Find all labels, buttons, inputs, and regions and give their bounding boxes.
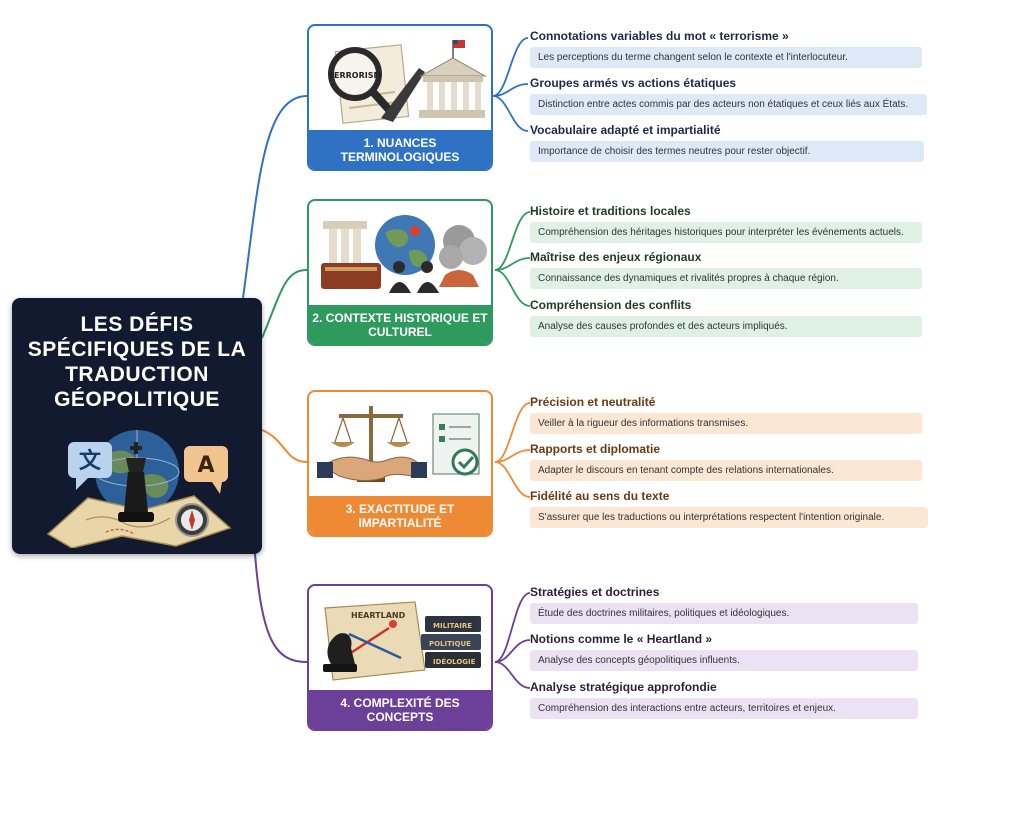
item-title: Maîtrise des enjeux régionaux [530, 250, 702, 264]
item-title: Compréhension des conflits [530, 298, 692, 312]
item-description: Les perceptions du terme changent selon … [530, 47, 922, 68]
diagram-title: LES DÉFIS SPÉCIFIQUES DE LA TRADUCTION G… [27, 313, 247, 411]
branch-card-1: TERRORISM 1. NUANCES TERMINOLOGIQUES [307, 24, 493, 171]
terminology-illustration: TERRORISM [328, 40, 487, 124]
list-item: Compréhension des conflits Analyse des c… [530, 298, 922, 337]
smoke-conflict-icon [439, 225, 487, 287]
item-description: Analyse des concepts géopolitiques influ… [530, 650, 918, 671]
list-item: Vocabulaire adapté et impartialité Impor… [530, 123, 924, 162]
list-item: Stratégies et doctrines Étude des doctri… [530, 585, 918, 624]
globe-icon [375, 215, 435, 275]
item-title: Histoire et traditions locales [530, 204, 691, 218]
chess-king-icon [118, 442, 154, 522]
branch-label-3: 3. EXACTITUDE ET IMPARTIALITÉ [309, 496, 491, 535]
book-icon [321, 263, 381, 289]
connector-hub-branch-1 [242, 95, 308, 299]
accuracy-impartiality-illustration [317, 406, 480, 482]
government-building-icon [419, 40, 487, 118]
chess-knight-icon [323, 633, 357, 672]
book-label-3: IDÉOLOGIE [433, 657, 476, 666]
rifle-icon [381, 68, 425, 122]
item-title: Analyse stratégique approfondie [530, 680, 717, 694]
item-description: Étude des doctrines militaires, politiqu… [530, 603, 918, 624]
item-title: Fidélité au sens du texte [530, 489, 670, 503]
item-description: Compréhension des interactions entre act… [530, 698, 918, 719]
speech-bubble-icon: 文 [68, 442, 112, 490]
branch-card-4: HEARTLAND MILITAIRE POLITIQUE IDÉOLOGIE … [307, 584, 493, 731]
compass-icon [175, 503, 209, 537]
illustration-label-heartland: HEARTLAND [351, 611, 406, 620]
handshake-icon [317, 456, 427, 482]
item-title: Vocabulaire adapté et impartialité [530, 123, 721, 137]
item-title: Notions comme le « Heartland » [530, 632, 713, 646]
concepts-illustration: HEARTLAND MILITAIRE POLITIQUE IDÉOLOGIE [323, 601, 481, 681]
branch-label-1: 1. NUANCES TERMINOLOGIQUES [309, 130, 491, 169]
list-item: Histoire et traditions locales Compréhen… [530, 204, 922, 243]
list-item: Maîtrise des enjeux régionaux Connaissan… [530, 250, 922, 289]
list-item: Groupes armés vs actions étatiques Disti… [530, 76, 927, 115]
item-description: Distinction entre actes commis par des a… [530, 94, 927, 115]
connector-branch-4-items [494, 592, 531, 689]
branch-label-4: 4. COMPLEXITÉ DES CONCEPTS [309, 690, 491, 729]
connector-branch-1-items [492, 37, 529, 132]
checklist-document-icon [432, 413, 480, 476]
speech-bubble-icon: A [184, 446, 228, 494]
item-description: Analyse des causes profondes et des acte… [530, 316, 922, 337]
book-label-1: MILITAIRE [433, 622, 472, 630]
list-item: Analyse stratégique approfondie Compréhe… [530, 680, 918, 719]
column-icon [323, 221, 367, 265]
list-item: Précision et neutralité Veiller à la rig… [530, 395, 922, 434]
branch-label-2: 2. CONTEXTE HISTORIQUE ET CULTUREL [309, 305, 491, 344]
item-description: Veiller à la rigueur des informations tr… [530, 413, 922, 434]
item-description: S'assurer que les traductions ou interpr… [530, 507, 928, 528]
item-description: Connaissance des dynamiques et rivalités… [530, 268, 922, 289]
hub-illustration: 文 A [46, 430, 232, 548]
connector-branch-3-items [494, 402, 531, 498]
item-title: Rapports et diplomatie [530, 442, 661, 456]
central-topic: LES DÉFIS SPÉCIFIQUES DE LA TRADUCTION G… [12, 298, 262, 554]
books-stack-icon: MILITAIRE POLITIQUE IDÉOLOGIE [421, 616, 481, 668]
list-item: Notions comme le « Heartland » Analyse d… [530, 632, 918, 671]
connector-hub-branch-2 [261, 269, 308, 339]
book-label-2: POLITIQUE [429, 640, 471, 648]
connector-hub-branch-4 [254, 553, 308, 663]
bubble-right-glyph: A [197, 453, 214, 478]
item-title: Groupes armés vs actions étatiques [530, 76, 737, 90]
magnifying-glass-icon: TERRORISM [328, 47, 395, 116]
illustration-label-terrorism: TERRORISM [329, 71, 382, 80]
list-item: Connotations variables du mot « terroris… [530, 29, 922, 68]
item-description: Compréhension des héritages historiques … [530, 222, 922, 243]
item-title: Connotations variables du mot « terroris… [530, 29, 789, 43]
list-item: Fidélité au sens du texte S'assurer que … [530, 489, 928, 528]
item-title: Précision et neutralité [530, 395, 656, 409]
list-item: Rapports et diplomatie Adapter le discou… [530, 442, 922, 481]
item-title: Stratégies et doctrines [530, 585, 660, 599]
history-culture-illustration [321, 215, 487, 293]
connector-hub-branch-3 [261, 429, 308, 463]
people-discussion-icon [389, 261, 439, 293]
branch-card-2: 2. CONTEXTE HISTORIQUE ET CULTUREL [307, 199, 493, 346]
connector-branch-2-items [494, 211, 531, 307]
item-description: Importance de choisir des termes neutres… [530, 141, 924, 162]
branch-card-3: 3. EXACTITUDE ET IMPARTIALITÉ [307, 390, 493, 537]
bubble-left-glyph: 文 [79, 448, 102, 474]
item-description: Adapter le discours en tenant compte des… [530, 460, 922, 481]
